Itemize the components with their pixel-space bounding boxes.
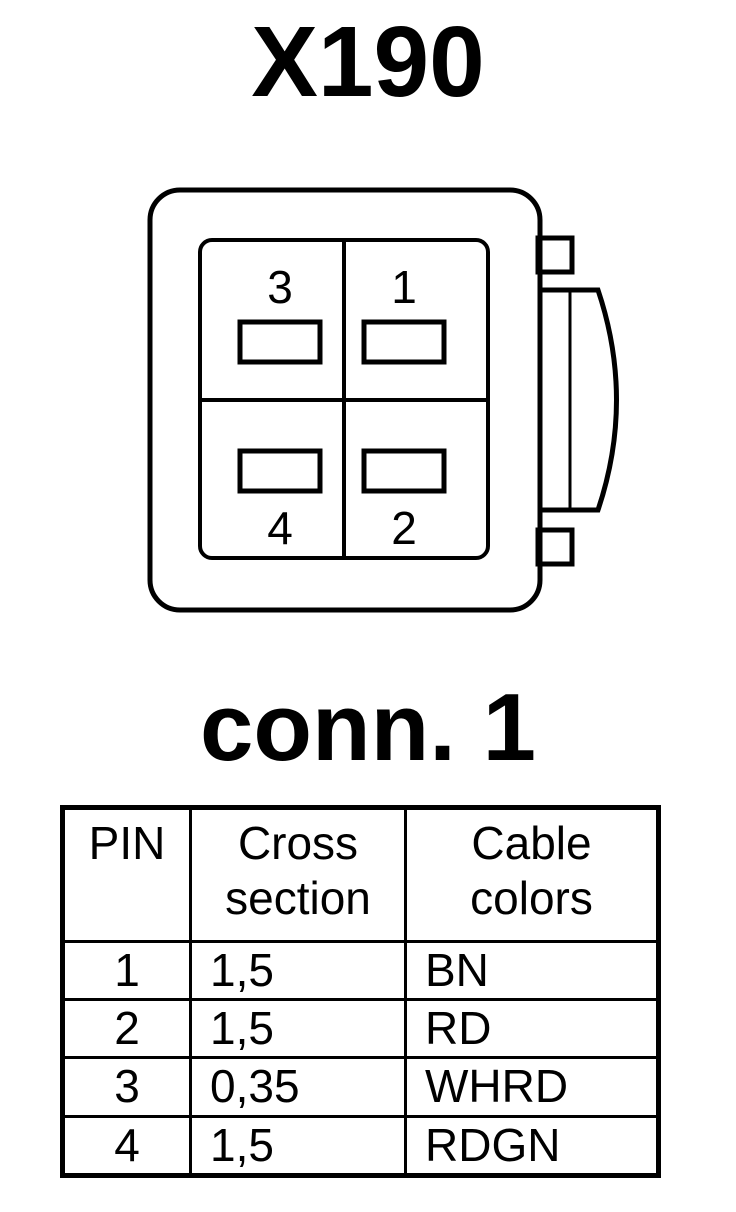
header-cable-colors: Cable colors xyxy=(404,806,660,943)
header-pin: PIN xyxy=(61,806,192,943)
connection-label: conn. 1 xyxy=(199,674,537,781)
table-row: 4 1,5 RDGN xyxy=(61,1114,660,1177)
cell-cable-color: RDGN xyxy=(404,1114,660,1177)
connector-title: X190 xyxy=(251,6,485,118)
cell-cross-section: 1,5 xyxy=(189,939,407,1002)
cell-cable-color: WHRD xyxy=(404,1056,660,1118)
connector-housing xyxy=(147,187,543,613)
connector-diagram: 3 1 4 2 xyxy=(147,187,619,613)
pin-slot-2 xyxy=(361,448,447,494)
pin-slot-1 xyxy=(361,319,447,365)
header-cross-section: Cross section xyxy=(189,806,407,943)
cell-pin: 4 xyxy=(61,1114,192,1177)
cell-cross-section: 0,35 xyxy=(189,1056,407,1118)
pin-number-2: 2 xyxy=(391,502,417,554)
cell-cross-section: 1,5 xyxy=(189,1114,407,1177)
header-cross-line2: section xyxy=(225,872,371,925)
cell-pin: 3 xyxy=(61,1056,192,1118)
latch-tab-top xyxy=(535,235,575,275)
cell-cross-section: 1,5 xyxy=(189,998,407,1060)
pin-slot-4 xyxy=(237,448,323,494)
table-row: 1 1,5 BN xyxy=(61,939,660,1002)
cell-pin: 2 xyxy=(61,998,192,1060)
table-row: 2 1,5 RD xyxy=(61,998,660,1060)
table-header-row: PIN Cross section Cable colors xyxy=(61,806,660,943)
cell-cable-color: BN xyxy=(404,939,660,1002)
header-pin-label: PIN xyxy=(88,817,166,869)
cell-cable-color: RD xyxy=(404,998,660,1060)
pin-number-1: 1 xyxy=(391,261,417,313)
header-color-line2: colors xyxy=(470,872,593,925)
pin-table: PIN Cross section Cable colors 1 1,5 BN … xyxy=(60,805,661,1178)
latch-tab-bottom xyxy=(535,527,575,567)
cell-pin: 1 xyxy=(61,939,192,1002)
pin-slot-3 xyxy=(237,319,323,365)
pin-number-3: 3 xyxy=(267,261,293,313)
header-color-line1: Cable xyxy=(471,817,592,869)
header-cross-line1: Cross xyxy=(237,817,359,869)
connector-latch xyxy=(540,287,619,513)
pin-number-4: 4 xyxy=(267,502,293,554)
table-row: 3 0,35 WHRD xyxy=(61,1056,660,1118)
